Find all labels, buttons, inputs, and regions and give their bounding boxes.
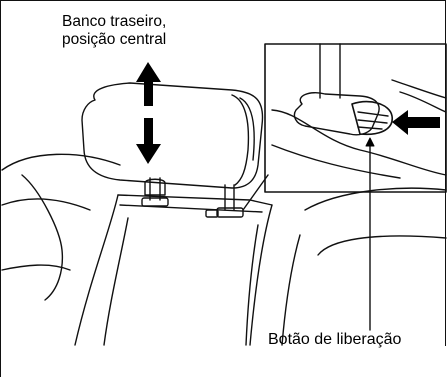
frame-left-extension <box>0 345 3 377</box>
rear-seat-label-line2: posição central <box>62 31 167 48</box>
up-arrow-icon <box>136 62 161 106</box>
right-seat-outline <box>281 187 447 346</box>
left-seat-outline <box>1 153 121 301</box>
release-button-label: Botão de liberação <box>268 331 402 348</box>
inset-leader-line <box>242 174 269 211</box>
push-arrow-icon <box>392 110 440 135</box>
down-arrow-icon <box>136 118 161 164</box>
center-seat-back <box>74 194 273 346</box>
release-button-leader <box>365 137 375 331</box>
inset-detail <box>264 43 447 193</box>
rear-seat-label-line1: Banco traseiro, <box>62 13 167 30</box>
adjust-arrows <box>136 62 161 164</box>
headrest-posts <box>141 177 244 218</box>
rear-seat-label: Banco traseiro, posição central <box>62 13 166 49</box>
headrest <box>81 82 264 189</box>
